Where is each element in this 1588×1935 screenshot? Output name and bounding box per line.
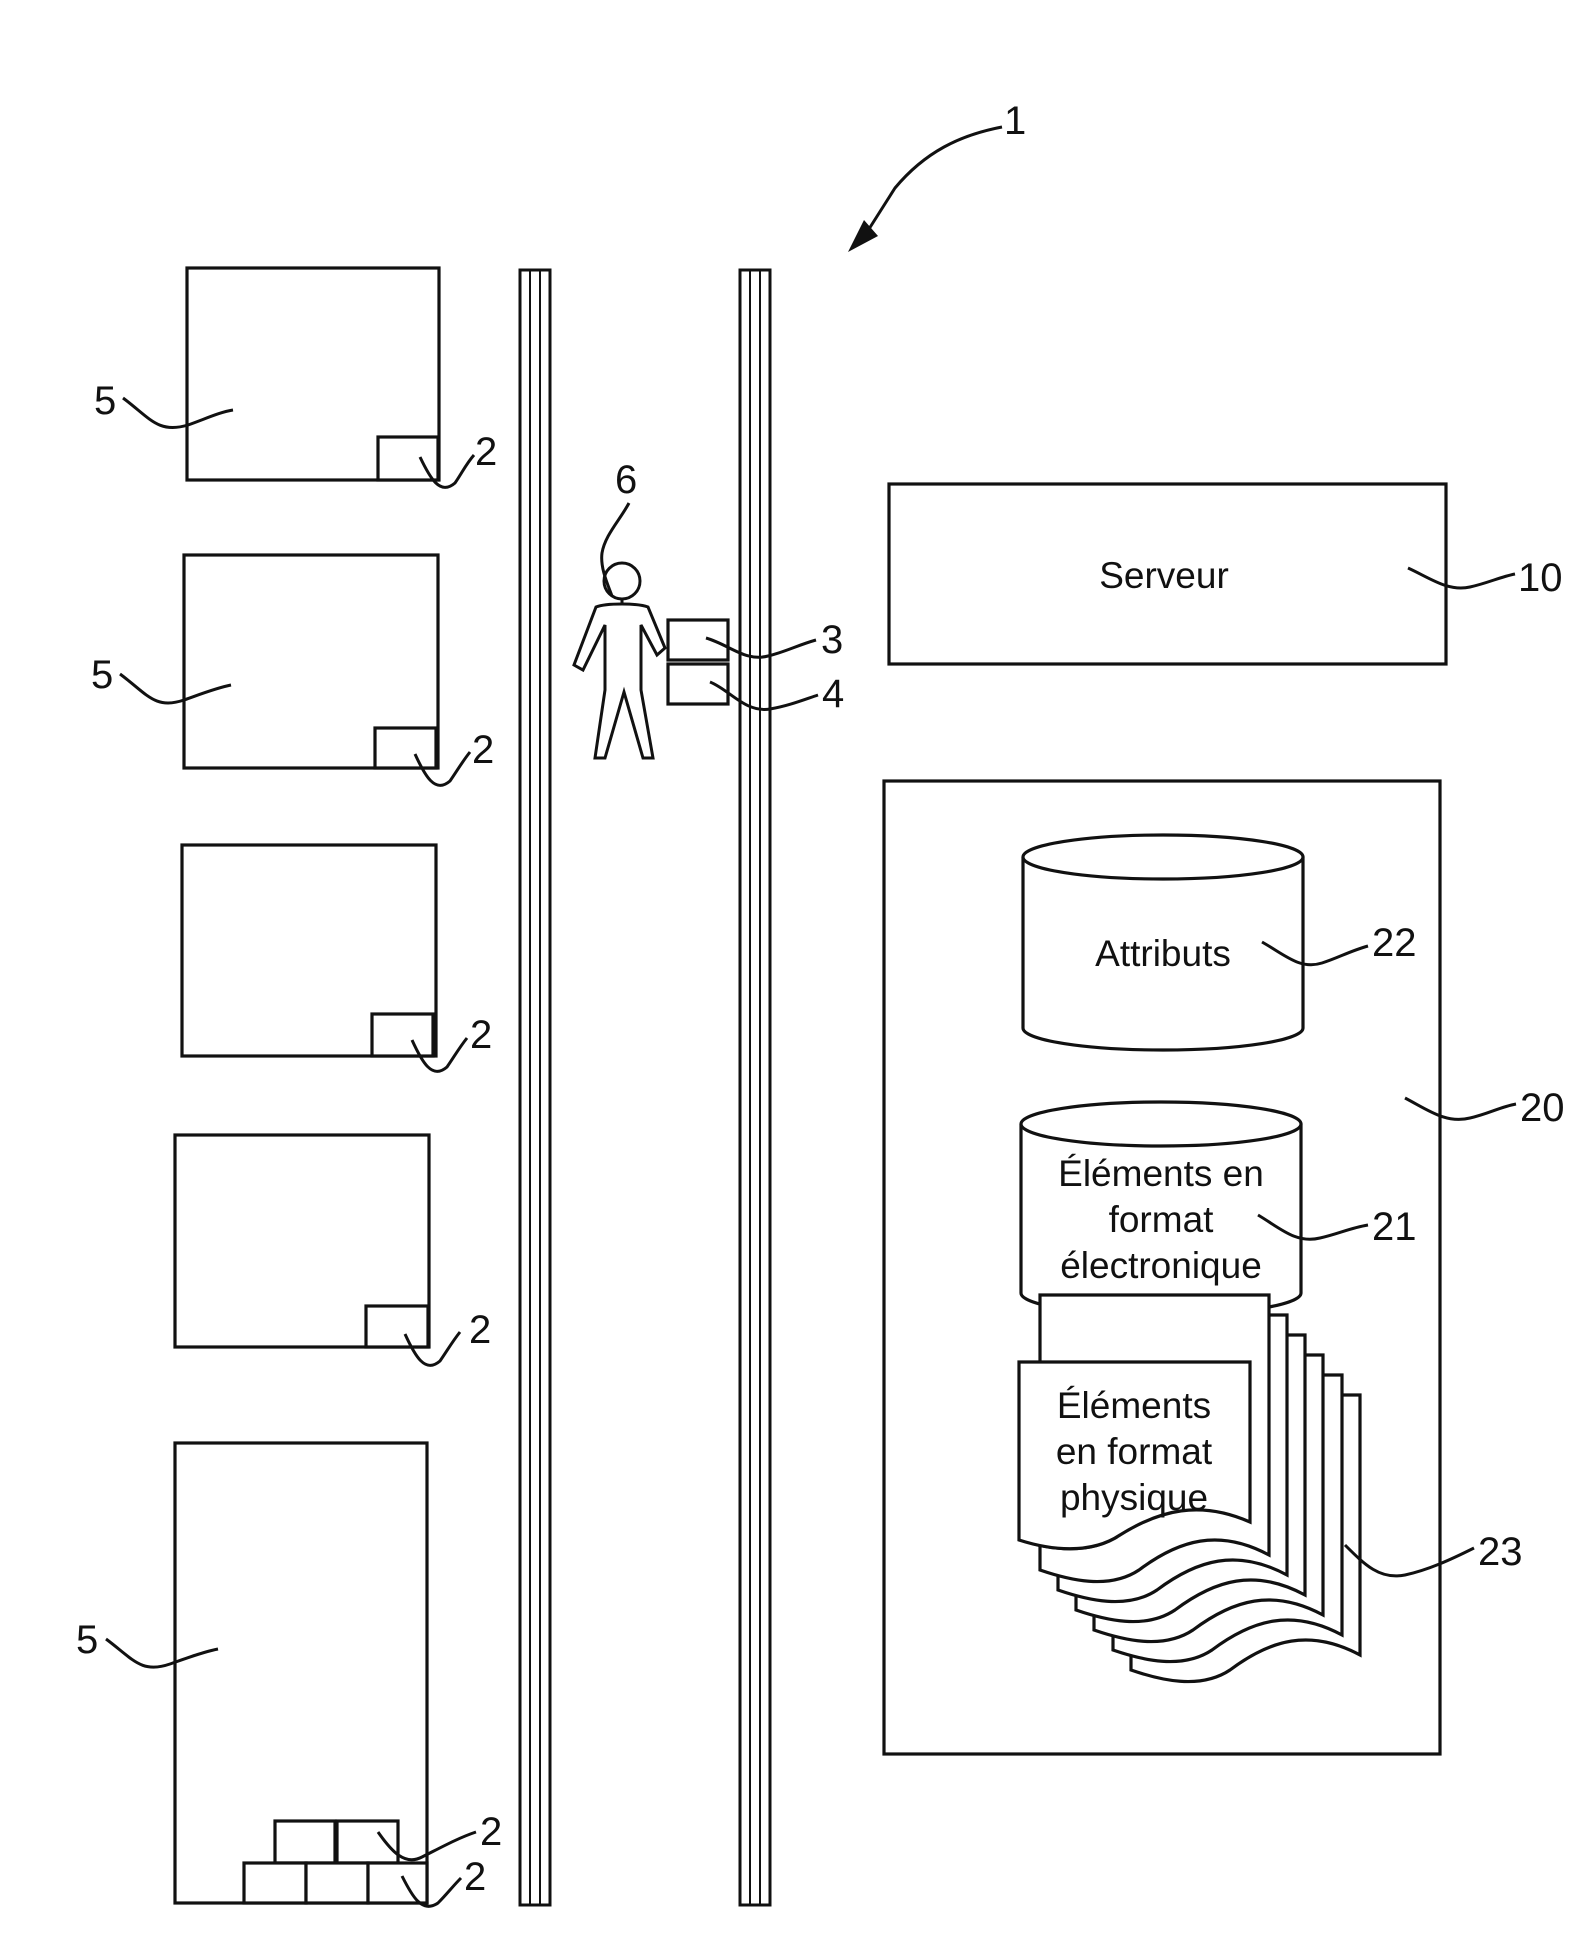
ref-electronic-items-database: 21 [1372,1205,1417,1249]
physical-item [366,1306,428,1347]
ref-server: 10 [1518,556,1563,600]
server-box: Serveur 10 [889,484,1563,664]
operator: 6 [574,458,665,758]
ref-physical-items-stack: 23 [1478,1530,1523,1574]
physical-item [244,1863,306,1903]
ref-physical-item: 2 [475,430,497,474]
ref-physical-item: 2 [480,1810,502,1854]
server-label: Serveur [1099,555,1229,596]
physical-item [375,728,436,768]
ref-system: 1 [1004,99,1026,143]
storage-unit: 2 [175,1135,491,1365]
storage-unit: 5 2 [91,555,494,785]
physical-label-line-2: en format [1056,1431,1213,1472]
physical-item [337,1821,398,1863]
ref-attributes-database: 22 [1372,921,1417,965]
electronic-label-line-1: Éléments en [1058,1153,1264,1194]
physical-item [368,1863,427,1903]
attributes-label: Attributs [1095,933,1231,974]
physical-item [306,1863,368,1903]
electronic-label-line-2: format [1109,1199,1215,1240]
ref-operator: 6 [615,458,637,502]
corridor-wall-left [520,270,550,1905]
ref-physical-item: 2 [464,1855,486,1899]
ref-store: 20 [1520,1086,1565,1130]
storage-unit: 2 [182,845,492,1071]
arrow-system [862,127,1002,240]
ref-device-upper: 3 [821,618,843,662]
ref-physical-item: 2 [469,1308,491,1352]
ref-device-lower: 4 [822,672,844,716]
ref-storage-unit: 5 [94,379,116,423]
physical-item [372,1014,433,1056]
physical-label-line-3: physique [1060,1477,1208,1518]
storage-unit: 5 2 2 [76,1443,502,1906]
ref-storage-unit: 5 [76,1618,98,1662]
arrow-head-system [848,220,878,252]
physical-item [275,1821,335,1863]
electronic-label-line-3: électronique [1060,1245,1262,1286]
physical-items-stack: Éléments en format physique 23 [1019,1295,1523,1682]
corridor-wall-right [740,270,770,1905]
physical-label-line-1: Éléments [1057,1385,1211,1426]
ref-physical-item: 2 [472,728,494,772]
ref-physical-item: 2 [470,1013,492,1057]
storage-unit: 5 2 [94,268,497,487]
ref-storage-unit: 5 [91,653,113,697]
